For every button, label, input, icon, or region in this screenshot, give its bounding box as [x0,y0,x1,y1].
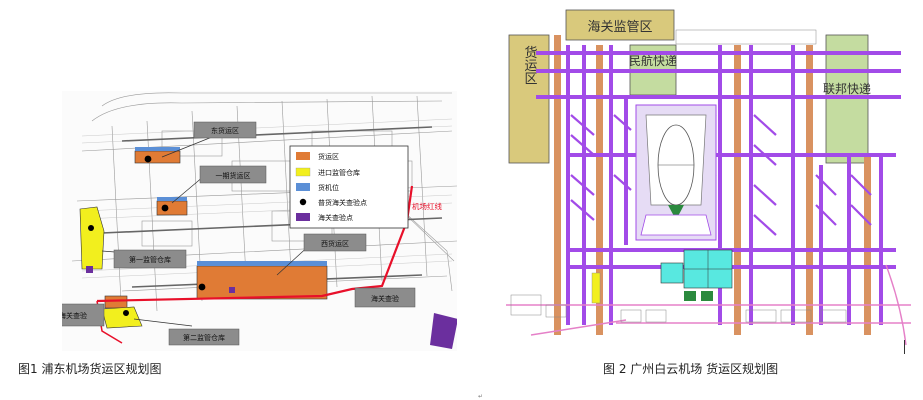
bonded-warehouse-1 [79,206,105,270]
figure-1-pudong-map: 东货运区 一期货运区 西货运区 第一监管仓库 第二监管仓库 海关查验 海关查验 … [41,91,458,351]
svg-text:普货海关查验点: 普货海关查验点 [318,198,367,207]
svg-text:海关查验: 海关查验 [62,311,87,320]
west-stand [197,261,327,266]
legend-item-bonded: 进口监管仓库 [295,167,360,177]
svg-text:一期货运区: 一期货运区 [216,171,251,180]
roads [506,264,911,346]
figure-2-caption: 图 2 广州白云机场 货运区规划图 [603,362,779,376]
runways [554,35,871,335]
label-west-cargo: 西货运区 [303,233,367,252]
baiyun-map-svg: 海关监管区 货运区 民航快递 联邦快递 [506,5,911,350]
customs-dot-west [198,283,206,291]
svg-text:西货运区: 西货运区 [321,239,349,248]
svg-text:货运区: 货运区 [522,45,538,85]
east-stand [135,147,180,151]
legend-item-customs-dot: 普货海关查验点 [299,198,367,207]
building-outlines [510,29,847,323]
customs-point-small-2 [229,287,235,293]
legend-item-customs-point: 海关查验点 [296,213,353,222]
svg-text:进口监管仓库: 进口监管仓库 [318,168,360,177]
label-bonded1: 第一监管仓库 [113,249,187,269]
figure-2-baiyun-map: 海关监管区 货运区 民航快递 联邦快递 [506,5,911,350]
svg-text:货机位: 货机位 [318,183,339,192]
legend: 货运区 进口监管仓库 货机位 普货海关查验点 海关查验点 [289,145,409,229]
label-bonded2: 第二监管仓库 [168,328,240,346]
west-cargo-zone [196,265,328,300]
svg-text:海关监管区: 海关监管区 [587,20,652,35]
label-east-cargo: 东货运区 [193,121,257,139]
customs-dot-east [144,155,152,163]
cyan-cargo-blocks [660,249,733,301]
customs-supervision-zone: 海关监管区 [565,9,675,41]
svg-text:第一监管仓库: 第一监管仓库 [129,255,171,264]
pudong-map-svg: 东货运区 一期货运区 西货运区 第一监管仓库 第二监管仓库 海关查验 海关查验 … [41,91,458,351]
text-cursor [904,340,905,354]
svg-text:东货运区: 东货运区 [211,126,239,135]
customs-dot-bonded2 [123,310,129,316]
legend-item-cargo: 货运区 [296,152,339,161]
label-customs-left: 海关查验 [41,303,105,327]
bonded-warehouse-2 [101,306,143,329]
label-customs-right: 海关查验 [354,287,416,308]
label-phase1-cargo: 一期货运区 [199,165,267,184]
phase1-stand [157,197,187,201]
legend-item-stand: 货机位 [296,183,339,192]
svg-text:第二监管仓库: 第二监管仓库 [183,333,225,342]
svg-text:海关查验点: 海关查验点 [318,213,353,222]
customs-dot-phase1 [161,204,169,212]
svg-text:海关查验: 海关查验 [371,294,399,303]
svg-text:货运区: 货运区 [318,152,339,161]
label-red-line: 机场红线 [412,201,442,211]
bonded2-cargo-strip [104,295,128,309]
customs-point-large [430,313,458,349]
customs-point-small-1 [86,266,93,273]
paragraph-mark: ↵ [478,393,484,400]
svg-text:联邦快递: 联邦快递 [823,82,871,96]
terminal-complex [635,104,717,241]
customs-dot-bonded1 [88,225,94,231]
figure-1-caption: 图1 浦东机场货运区规划图 [18,362,162,376]
yellow-block [591,272,601,304]
phase1-cargo-zone [156,200,188,216]
civil-express-label: 民航快递 [629,53,677,68]
